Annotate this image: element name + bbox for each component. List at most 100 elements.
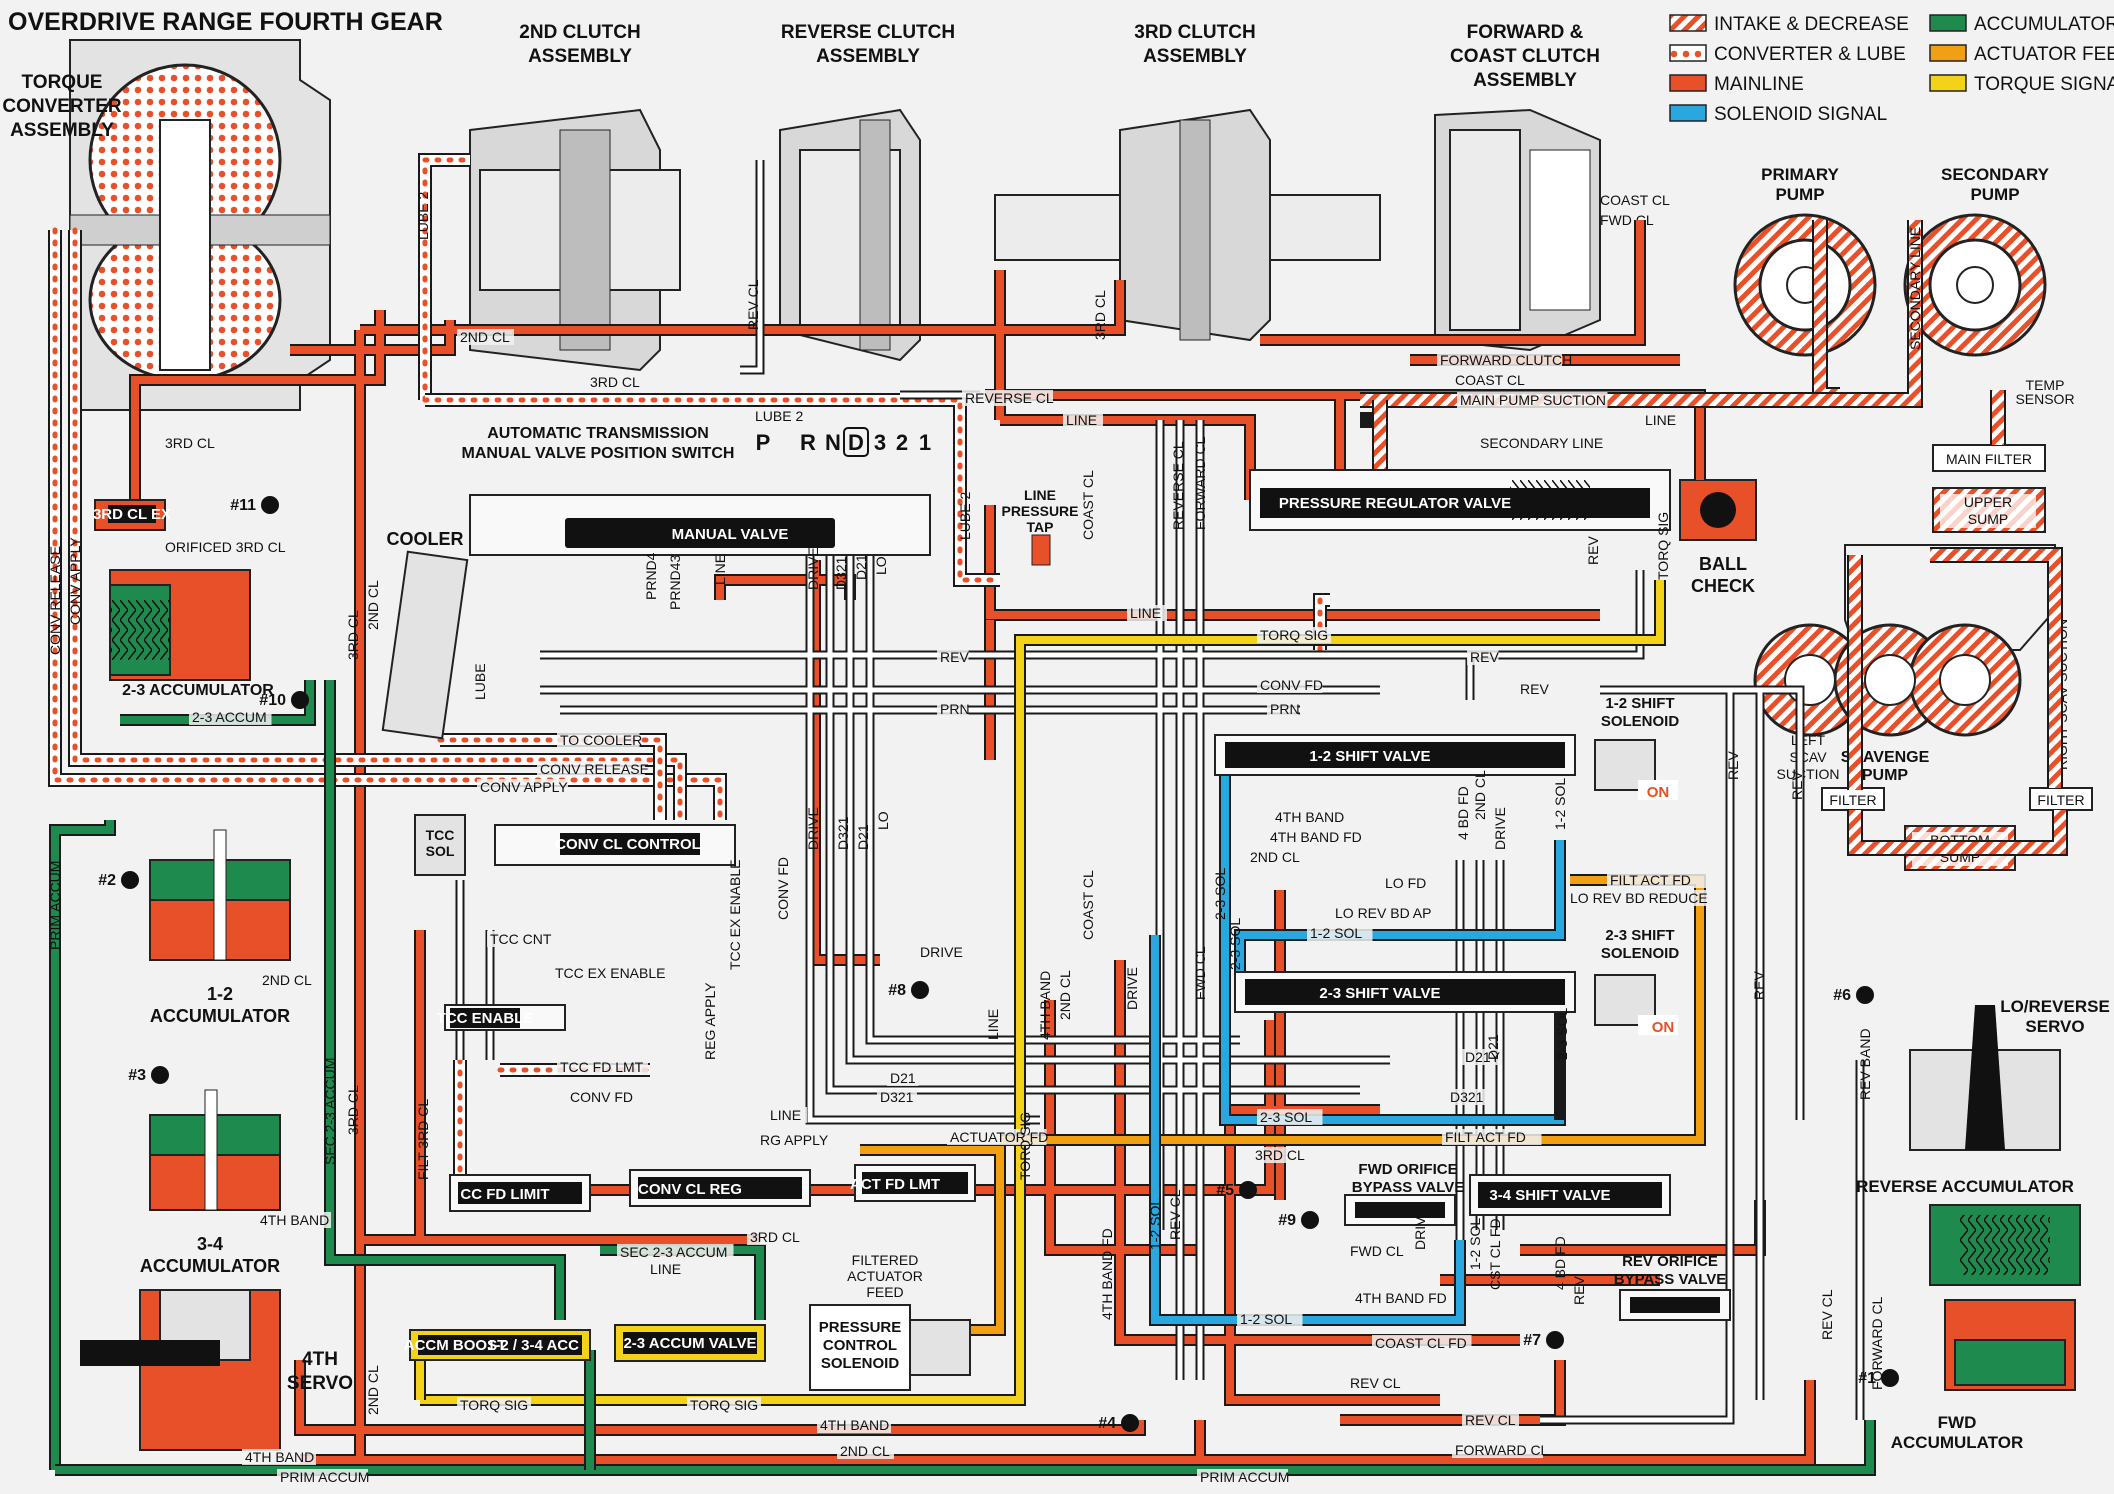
- gear-position: D: [848, 430, 864, 455]
- svg-text:ON: ON: [1647, 784, 1670, 801]
- line-label: 4TH BAND FD: [1270, 829, 1362, 845]
- line-label: REVERSE CL: [965, 390, 1054, 406]
- line-label-bg: [1567, 890, 1709, 906]
- line-label: COAST CL: [1080, 870, 1096, 940]
- svg-text:REVERSE ACCUMULATOR: REVERSE ACCUMULATOR: [1856, 1177, 2074, 1196]
- line-label-bg: [1447, 1089, 1487, 1105]
- line-label-bg: [1382, 875, 1431, 891]
- line-label: ORIFICED 3RD CL: [165, 539, 286, 555]
- checkball-label: #10: [259, 692, 286, 709]
- legend-swatch: [1929, 74, 1967, 92]
- line-label-bg: [277, 1469, 368, 1485]
- line-label: TORQ SIG: [460, 1397, 528, 1413]
- line-label: 4TH BAND FD: [1355, 1290, 1447, 1306]
- line-label-bg: [1457, 392, 1608, 408]
- line-label-bg: [1257, 1109, 1323, 1125]
- gear-position: 3: [874, 430, 886, 455]
- line-label: 3RD CL: [590, 374, 640, 390]
- line-label: 4TH BAND: [1275, 809, 1344, 825]
- line-label: REV: [1725, 751, 1741, 780]
- accumulator-23: 2-3 ACCUMULATOR: [109, 569, 274, 699]
- checkball: [151, 1066, 169, 1084]
- svg-text:TCC ENABLE: TCC ENABLE: [437, 1010, 534, 1027]
- svg-text:PRESSURE REGULATOR VALVE: PRESSURE REGULATOR VALVE: [1279, 495, 1511, 512]
- line-label: 1-2 SOL: [1240, 1311, 1292, 1327]
- checkball: [121, 871, 139, 889]
- line-label: DRIVE: [1412, 1207, 1428, 1250]
- line-label: 2-3 ACCUM: [192, 709, 267, 725]
- line-label: PRN: [940, 701, 970, 717]
- line-label: 1-2 SOL: [1147, 1198, 1163, 1250]
- line-label-bg: [162, 539, 296, 555]
- cooler: COOLER: [381, 529, 469, 740]
- line-label: 1-2 SOL: [1310, 925, 1362, 941]
- line-label-bg: [1452, 1442, 1543, 1458]
- line-label-bg: [1437, 352, 1562, 368]
- line-label-bg: [162, 435, 219, 451]
- gear-position: 1: [919, 430, 931, 455]
- accumulator-circuits: [49, 680, 1876, 1476]
- line-label: D321: [833, 556, 849, 590]
- line-label: MAIN PUMP SUCTION: [1460, 392, 1606, 408]
- svg-text:CONV CL REG: CONV CL REG: [638, 1181, 742, 1198]
- checkball: [911, 981, 929, 999]
- line-label: REV: [1585, 536, 1601, 565]
- line-label: CONV APPLY: [480, 779, 568, 795]
- line-label-bg: [1257, 677, 1323, 693]
- checkballs: #1#2#3#4#5#6#7#8#9#10#11: [98, 496, 1899, 1432]
- line-label-bg: [257, 1212, 331, 1228]
- line-label-bg: [687, 1397, 761, 1413]
- line-label-bg: [242, 1449, 316, 1465]
- line-label-bg: [1442, 1129, 1542, 1145]
- gear-position: N: [825, 430, 841, 455]
- line-label-bg: [837, 1443, 894, 1459]
- pressure-regulator-valve: PRESSURE REGULATOR VALVE: [1249, 469, 1671, 531]
- line-label-bg: [537, 761, 645, 777]
- line-label-bg: [937, 701, 969, 717]
- line-label-bg: [1347, 1375, 1404, 1391]
- legend-label: ACCUMULATOR: [1974, 14, 2114, 35]
- line-label: REV CL: [1819, 1289, 1835, 1340]
- line-label-bg: [1372, 1335, 1472, 1351]
- legend-label: CONVERTER & LUBE: [1714, 44, 1906, 65]
- diagram-title: OVERDRIVE RANGE FOURTH GEAR: [8, 8, 443, 36]
- line-label-bg: [1272, 809, 1346, 825]
- line-label: FILT ACT FD: [1610, 872, 1691, 888]
- line-label-bg: [1347, 1243, 1404, 1259]
- svg-text:2-3 ACCUMULATOR: 2-3 ACCUMULATOR: [122, 682, 274, 699]
- checkball: [1546, 1331, 1564, 1349]
- solenoid-signal-circuits: [1149, 740, 1566, 1326]
- line-label: 3RD CL: [345, 610, 361, 660]
- line-label: DRIVE: [920, 944, 963, 960]
- line-label: ACTUATOR FD: [950, 1129, 1048, 1145]
- line-label: SEC 2-3 ACCUM: [322, 1058, 338, 1165]
- svg-text:2-3 ACCUM VALVE: 2-3 ACCUM VALVE: [623, 1335, 756, 1352]
- line-label-bg: [1352, 1290, 1452, 1306]
- line-label: COAST CL: [1080, 470, 1096, 540]
- legend-label: TORQUE SIGNAL: [1974, 74, 2114, 95]
- accum-23-valve: 2-3 ACCUM VALVE: [614, 1324, 766, 1362]
- line-label: TORQ SIG: [1260, 627, 1328, 643]
- line-label: PRIM ACCUM: [1200, 1469, 1289, 1485]
- line-label: D321: [835, 816, 851, 850]
- line-label: D321: [880, 1089, 914, 1105]
- line-label: 4TH BAND: [260, 1212, 329, 1228]
- line-label: 4TH BAND: [1037, 971, 1053, 1040]
- legend-swatch: [1669, 104, 1707, 122]
- line-label-bg: [752, 408, 809, 424]
- legend-swatch: [1929, 14, 1967, 32]
